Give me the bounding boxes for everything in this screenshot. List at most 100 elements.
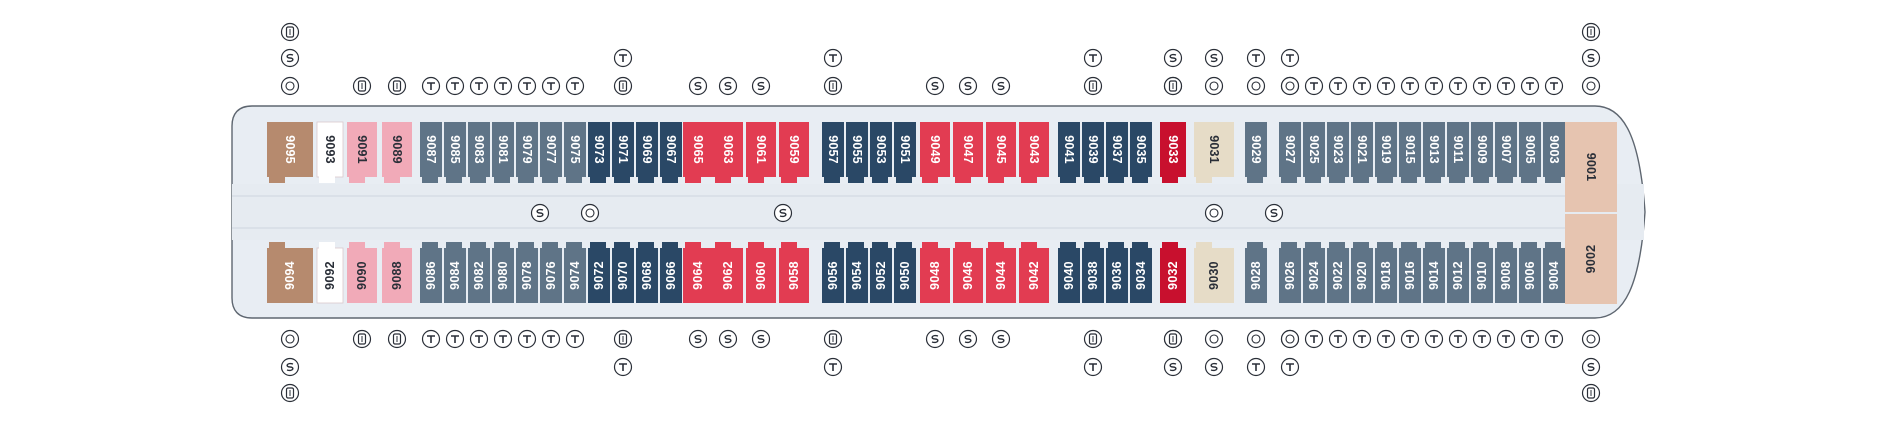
cabin-9072[interactable]: 9072	[588, 242, 610, 303]
cabin-box[interactable]	[444, 248, 466, 303]
cabin-9093[interactable]: 9093	[316, 121, 344, 183]
cabin-9081[interactable]: 9081	[492, 122, 514, 183]
cabin-box[interactable]	[713, 122, 743, 177]
cabin-9031[interactable]: 9031	[1194, 122, 1234, 183]
cabin-box[interactable]	[953, 248, 983, 303]
cabin-9048[interactable]: 9048	[920, 242, 950, 303]
cabin-9007[interactable]: 9007	[1495, 122, 1517, 183]
cabin-9060[interactable]: 9060	[746, 242, 776, 303]
cabin-box[interactable]	[822, 122, 844, 177]
cabin-9001[interactable]: 9001	[1565, 122, 1617, 212]
cabin-box[interactable]	[267, 122, 313, 177]
cabin-9075[interactable]: 9075	[564, 122, 586, 183]
cabin-box[interactable]	[746, 122, 776, 177]
cabin-9094[interactable]: 9094	[267, 242, 313, 303]
cabin-box[interactable]	[779, 248, 809, 303]
cabin-9034[interactable]: 9034	[1130, 242, 1152, 303]
cabin-9038[interactable]: 9038	[1082, 242, 1104, 303]
cabin-box[interactable]	[636, 122, 658, 177]
cabin-9036[interactable]: 9036	[1106, 242, 1128, 303]
cabin-box[interactable]	[1471, 248, 1493, 303]
cabin-9059[interactable]: 9059	[779, 122, 809, 183]
cabin-box[interactable]	[382, 248, 412, 303]
cabin-box[interactable]	[1543, 248, 1565, 303]
cabin-box[interactable]	[846, 248, 868, 303]
cabin-box[interactable]	[870, 122, 892, 177]
cabin-9028[interactable]: 9028	[1245, 242, 1267, 303]
cabin-9018[interactable]: 9018	[1375, 242, 1397, 303]
cabin-9042[interactable]: 9042	[1019, 242, 1049, 303]
cabin-9057[interactable]: 9057	[822, 122, 844, 183]
cabin-9011[interactable]: 9011	[1447, 122, 1469, 183]
cabin-9087[interactable]: 9087	[420, 122, 442, 183]
cabin-box[interactable]	[746, 248, 776, 303]
cabin-box[interactable]	[953, 122, 983, 177]
cabin-box[interactable]	[779, 122, 809, 177]
cabin-9071[interactable]: 9071	[612, 122, 634, 183]
cabin-box[interactable]	[420, 248, 442, 303]
cabin-9069[interactable]: 9069	[636, 122, 658, 183]
cabin-box[interactable]	[267, 248, 313, 303]
cabin-9044[interactable]: 9044	[986, 242, 1016, 303]
cabin-9030[interactable]: 9030	[1194, 242, 1234, 303]
cabin-box[interactable]	[1058, 122, 1080, 177]
cabin-box[interactable]	[660, 122, 682, 177]
cabin-9015[interactable]: 9015	[1399, 122, 1421, 183]
cabin-box[interactable]	[1351, 122, 1373, 177]
cabin-9070[interactable]: 9070	[612, 242, 634, 303]
cabin-9004[interactable]: 9004	[1543, 242, 1565, 303]
cabin-box[interactable]	[516, 122, 538, 177]
cabin-box[interactable]	[347, 122, 377, 177]
cabin-9056[interactable]: 9056	[822, 242, 844, 303]
cabin-9008[interactable]: 9008	[1495, 242, 1517, 303]
cabin-9014[interactable]: 9014	[1423, 242, 1445, 303]
cabin-9064[interactable]: 9064	[683, 242, 713, 303]
cabin-9026[interactable]: 9026	[1279, 242, 1301, 303]
cabin-box[interactable]	[1194, 248, 1234, 303]
cabin-9077[interactable]: 9077	[540, 122, 562, 183]
cabin-9091[interactable]: 9091	[347, 122, 377, 183]
cabin-9005[interactable]: 9005	[1519, 122, 1541, 183]
cabin-box[interactable]	[420, 122, 442, 177]
cabin-box[interactable]	[986, 122, 1016, 177]
cabin-box[interactable]	[468, 248, 490, 303]
cabin-box[interactable]	[1160, 122, 1186, 177]
cabin-9079[interactable]: 9079	[516, 122, 538, 183]
cabin-box[interactable]	[660, 248, 682, 303]
cabin-9068[interactable]: 9068	[636, 242, 658, 303]
cabin-box[interactable]	[1303, 122, 1325, 177]
cabin-box[interactable]	[516, 248, 538, 303]
cabin-9085[interactable]: 9085	[444, 122, 466, 183]
cabin-9058[interactable]: 9058	[779, 242, 809, 303]
cabin-9003[interactable]: 9003	[1543, 122, 1565, 183]
cabin-box[interactable]	[683, 248, 713, 303]
cabin-box[interactable]	[1399, 122, 1421, 177]
cabin-box[interactable]	[1375, 122, 1397, 177]
cabin-box[interactable]	[612, 248, 634, 303]
cabin-box[interactable]	[1130, 248, 1152, 303]
cabin-box[interactable]	[1327, 248, 1349, 303]
cabin-box[interactable]	[1160, 248, 1186, 303]
cabin-box[interactable]	[1399, 248, 1421, 303]
cabin-9010[interactable]: 9010	[1471, 242, 1493, 303]
cabin-box[interactable]	[894, 122, 916, 177]
cabin-box[interactable]	[1130, 122, 1152, 177]
cabin-9009[interactable]: 9009	[1471, 122, 1493, 183]
cabin-box[interactable]	[1375, 248, 1397, 303]
cabin-box[interactable]	[540, 248, 562, 303]
cabin-box[interactable]	[1447, 122, 1469, 177]
cabin-box[interactable]	[1279, 248, 1301, 303]
cabin-9089[interactable]: 9089	[382, 122, 412, 183]
cabin-9054[interactable]: 9054	[846, 242, 868, 303]
cabin-9040[interactable]: 9040	[1058, 242, 1080, 303]
cabin-9055[interactable]: 9055	[846, 122, 868, 183]
cabin-box[interactable]	[1423, 122, 1445, 177]
cabin-9067[interactable]: 9067	[660, 122, 682, 183]
cabin-box[interactable]	[986, 248, 1016, 303]
cabin-9037[interactable]: 9037	[1106, 122, 1128, 183]
cabin-box[interactable]	[1471, 122, 1493, 177]
cabin-9022[interactable]: 9022	[1327, 242, 1349, 303]
cabin-9006[interactable]: 9006	[1519, 242, 1541, 303]
cabin-box[interactable]	[492, 248, 514, 303]
cabin-9052[interactable]: 9052	[870, 242, 892, 303]
